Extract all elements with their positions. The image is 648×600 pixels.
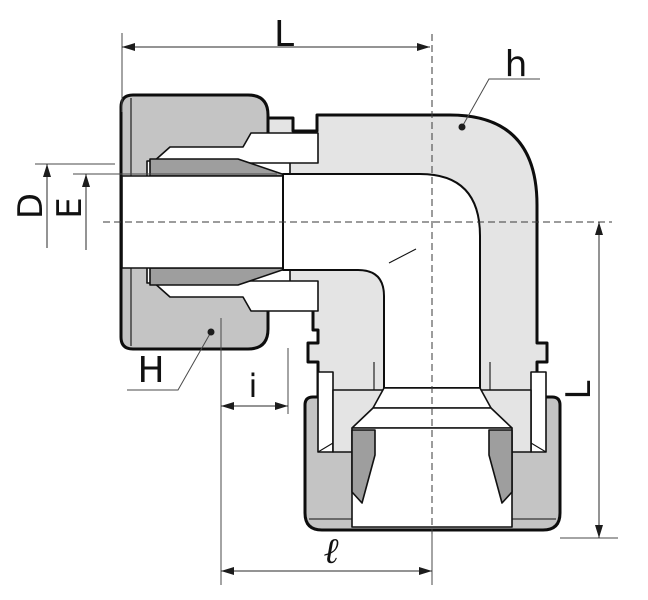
dim-l-arrow-left — [221, 567, 234, 575]
label-l-bottom: ℓ — [324, 531, 339, 572]
dim-L-top-arrow-right — [417, 43, 430, 51]
bottom-thread-band-right — [530, 371, 547, 453]
dim-i-arrow-left — [221, 402, 234, 410]
label-L-top: L — [274, 14, 294, 55]
bottom-thread-band-left — [317, 371, 334, 453]
label-i: i — [249, 367, 258, 405]
left-thread-band-top — [151, 132, 319, 164]
left-thread-band-bottom — [151, 280, 319, 312]
leader-H — [127, 331, 212, 391]
dim-D-arrow — [43, 164, 51, 177]
dim-E-arrow — [82, 174, 90, 187]
dim-L-right-arrow-bottom — [595, 525, 603, 538]
bore-chamfer-tick — [388, 248, 417, 264]
label-E: E — [50, 197, 90, 218]
dim-l-arrow-right — [419, 567, 432, 575]
dim-i-arrow-right — [275, 402, 288, 410]
leader-h-dot — [458, 123, 466, 131]
bottom-thread-tick-right — [530, 442, 547, 453]
dim-L-right-arrow-top — [595, 222, 603, 235]
bottom-ferrule-left — [351, 429, 376, 504]
bottom-ferrule-right — [488, 429, 513, 504]
leader-H-dot — [207, 328, 215, 336]
label-H: H — [137, 350, 164, 391]
bottom-thread-tick-left — [317, 442, 334, 453]
label-L-right: L — [559, 380, 599, 399]
arm-bore — [282, 173, 481, 389]
leader-h — [461, 78, 540, 128]
dim-L-top-arrow-left — [122, 43, 135, 51]
label-h: h — [505, 44, 528, 85]
label-D: D — [11, 193, 51, 219]
